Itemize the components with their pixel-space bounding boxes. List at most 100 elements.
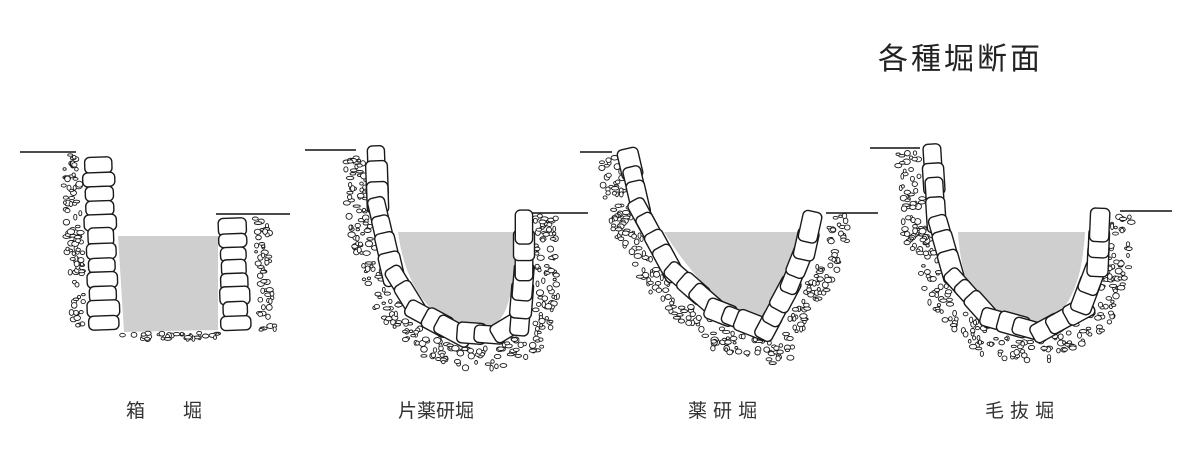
rubble-pebble: [532, 217, 538, 224]
rubble-pebble: [1097, 312, 1104, 316]
rubble-pebble: [912, 227, 918, 235]
rubble-pebble: [1001, 355, 1008, 362]
rubble-pebble: [899, 160, 906, 165]
rubble-pebble: [622, 239, 629, 247]
rubble-pebble: [827, 238, 835, 245]
rubble-pebble: [1019, 349, 1026, 354]
rubble-pebble: [621, 209, 631, 216]
rubble-pebble: [552, 254, 559, 260]
section-label-katayagen: 片薬研堀: [398, 400, 475, 422]
rubble-pebble: [74, 281, 80, 288]
rubble-pebble: [904, 150, 911, 157]
rubble-pebble: [357, 158, 362, 163]
rubble-pebble: [538, 219, 547, 225]
rubble-pebble: [254, 250, 258, 254]
stones-kenuki: [921, 143, 1111, 344]
rubble-pebble: [345, 175, 355, 181]
rubble-pebble: [540, 237, 546, 243]
rubble-pebble: [685, 319, 693, 326]
rubble-pebble: [655, 287, 663, 293]
rubble-pebble: [1077, 332, 1082, 339]
rubble-pebble: [381, 286, 386, 293]
rubble-pebble: [949, 323, 958, 328]
rubble-pebble: [641, 250, 646, 257]
rubble-pebble: [343, 166, 349, 173]
rubble-pebble: [1110, 299, 1115, 304]
rubble-pebble: [546, 285, 553, 292]
rubble-pebble: [789, 344, 795, 350]
rubble-pebble: [484, 362, 492, 366]
rubble-pebble: [272, 326, 277, 332]
rubble-pebble: [371, 261, 376, 265]
rubble-pebble: [510, 337, 519, 342]
rubble-pebble: [257, 311, 264, 317]
rubble-pebble: [710, 339, 717, 344]
rubble-pebble: [1085, 326, 1092, 331]
rubble-pebble: [536, 301, 542, 307]
rubble-hako: [60, 153, 278, 342]
rubble-pebble: [988, 341, 994, 347]
wall-stone: [85, 242, 117, 261]
rubble-pebble: [599, 160, 605, 165]
rubble-pebble: [381, 301, 386, 305]
rubble-pebble: [130, 331, 138, 338]
rubble-pebble: [461, 346, 469, 352]
rubble-pebble: [74, 166, 79, 172]
rubble-pebble: [172, 331, 181, 337]
rubble-pebble: [72, 185, 77, 191]
rubble-pebble: [179, 331, 184, 336]
rubble-pebble: [377, 295, 383, 300]
rubble-pebble: [765, 357, 773, 362]
rubble-pebble: [1112, 288, 1118, 293]
rubble-pebble: [62, 218, 71, 226]
rubble-pebble: [196, 330, 203, 336]
rubble-pebble: [664, 305, 673, 311]
rubble-pebble: [548, 319, 554, 324]
rubble-pebble: [67, 153, 74, 157]
rubble-pebble: [60, 183, 67, 188]
rubble-pebble: [925, 243, 930, 248]
rubble-pebble: [253, 228, 262, 235]
rubble-pebble: [979, 350, 984, 357]
rubble-pebble: [1028, 344, 1036, 351]
rubble-pebble: [362, 250, 371, 256]
rubble-pebble: [432, 347, 438, 353]
rubble-pebble: [522, 341, 527, 347]
rubble-pebble: [815, 263, 820, 270]
rubble-pebble: [918, 227, 927, 235]
rubble-pebble: [1112, 292, 1120, 300]
rubble-pebble: [803, 302, 810, 308]
rubble-pebble: [900, 173, 905, 180]
rubble-pebble: [358, 241, 363, 247]
rubble-pebble: [648, 289, 653, 295]
rubble-pebble: [342, 200, 351, 206]
rubble-pebble: [794, 329, 799, 334]
rubble-pebble: [1125, 265, 1133, 270]
rubble-pebble: [925, 274, 931, 279]
rubble-pebble: [350, 185, 356, 192]
rubble-pebble: [740, 333, 746, 340]
rubble-pebble: [654, 280, 662, 286]
rubble-pebble: [346, 159, 354, 164]
rubble-pebble: [948, 316, 953, 322]
rubble-pebble: [908, 167, 914, 172]
rubble-pebble: [261, 244, 266, 249]
rubble-pebble: [544, 264, 550, 268]
rubble-pebble: [268, 298, 273, 305]
rubble-pebble: [962, 330, 969, 338]
rubble-pebble: [356, 208, 363, 214]
rubble-pebble: [775, 355, 781, 362]
rubble-pebble: [354, 222, 361, 229]
rubble-pebble: [490, 359, 495, 364]
rubble-pebble: [730, 330, 735, 337]
rubble-pebble: [605, 157, 612, 163]
rubble-pebble: [722, 329, 731, 335]
rubble-pebble: [361, 277, 367, 282]
rubble-kenuki: [894, 150, 1136, 364]
rubble-pebble: [382, 306, 392, 311]
rubble-pebble: [72, 177, 79, 181]
rubble-pebble: [1020, 341, 1025, 347]
rubble-pebble: [718, 326, 725, 332]
rubble-pebble: [628, 248, 636, 256]
rubble-pebble: [499, 363, 508, 368]
